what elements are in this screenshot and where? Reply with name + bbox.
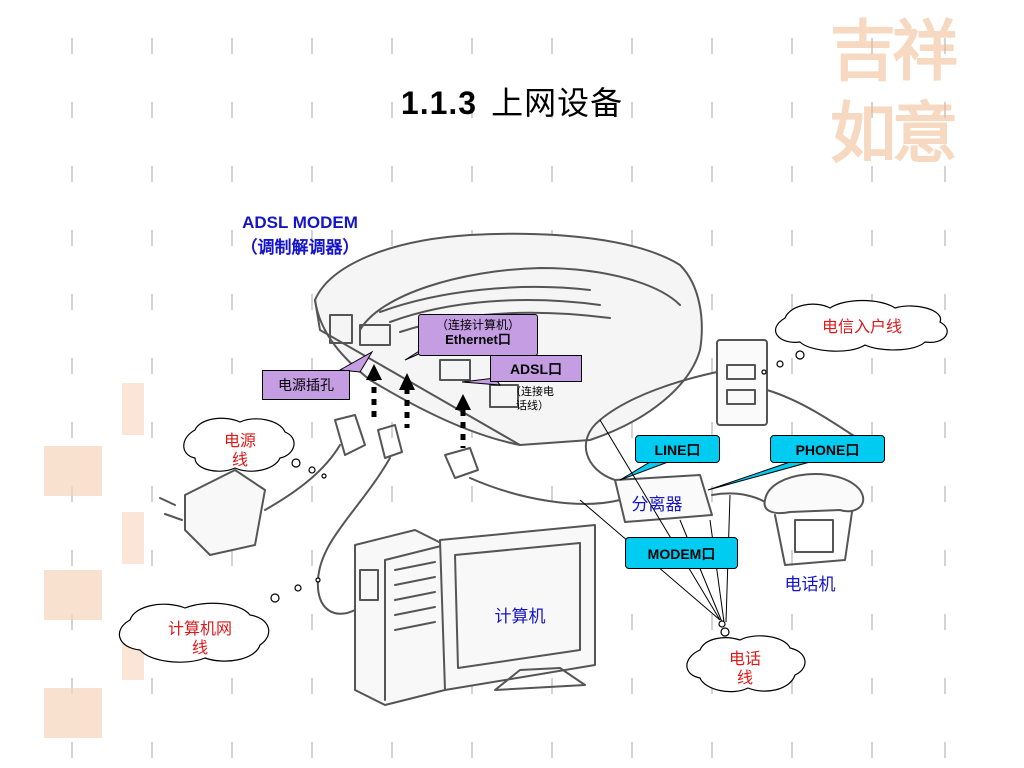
power-cord-label-line2: 线 [231,452,248,470]
title-number: 1.1.3 [400,85,478,121]
power-socket-label: 电源插孔 [278,377,334,393]
adsl-port-note-line2: 话线） [516,399,549,412]
watermark-large: 吉祥如意 [790,0,1020,200]
cloud-power-cord [183,417,327,479]
modem-port-label: MODEM口 [647,546,716,562]
telephone-device [763,473,865,566]
power-adapter [159,414,366,556]
computer-monitor [439,524,596,691]
splitter-device [584,371,861,523]
watermark-small-2 [44,570,102,620]
port-arrows [366,364,471,448]
phone-cable-label-line1: 电话 [728,651,761,668]
power-cord-label: 电源 线 [205,432,275,470]
network-cable-label-line2: 线 [191,640,208,658]
modem-phone-cable [444,447,621,505]
modem-label-subtitle: （调制解调器） [240,238,360,257]
phone-port-callout: PHONE口 [770,435,885,463]
line-port-label: LINE口 [654,442,701,458]
network-cable-label: 计算机网 线 [145,620,255,658]
computer-tower [354,529,446,706]
slide-title: 1.1.3 上网设备 [0,78,1024,124]
modem-label: ADSL MODEM （调制解调器） [225,213,375,258]
computer-label: 计算机 [494,607,546,626]
ethernet-cable [316,424,403,615]
line-port-callout: LINE口 [635,435,720,463]
wall-jack [716,339,768,426]
cloud-network-cable [118,577,321,663]
adsl-port-label: ADSL口 [509,361,563,377]
adsl-port-callout: ADSL口 [490,355,582,382]
cloud-phone-cable [686,620,806,693]
title-text: 上网设备 [491,84,624,122]
ethernet-port-note: （连接计算机） [435,318,520,332]
ethernet-port-label: Ethernet口 [445,332,511,348]
watermark-small-1 [44,446,102,496]
telecom-line-label: 电信入户线 [821,319,902,336]
watermark-strip-2 [122,512,144,564]
watermark-text-large: 吉祥如意 [830,12,958,172]
adsl-port-note-line1: （连接电 [510,386,554,398]
power-cord-label-line1: 电源 [223,433,256,450]
phone-port-label: PHONE口 [795,442,860,458]
modem-label-name: ADSL MODEM [242,213,358,232]
network-cable-label-line1: 计算机网 [167,621,232,638]
watermark-small-3 [44,688,102,738]
ethernet-port-callout: （连接计算机） Ethernet口 [418,314,538,356]
phone-cable-label: 电话 线 [710,650,780,688]
splitter-label: 分离器 [631,495,683,514]
phone-cable-label-line2: 线 [736,670,753,688]
telephone-label: 电话机 [784,575,836,594]
cloud-telecom-line [761,299,948,375]
adsl-port-note: （连接电 话线） [510,386,554,414]
modem-port-callout: MODEM口 [625,537,738,569]
watermark-strip-1 [122,383,144,435]
power-socket-callout: 电源插孔 [262,370,350,400]
